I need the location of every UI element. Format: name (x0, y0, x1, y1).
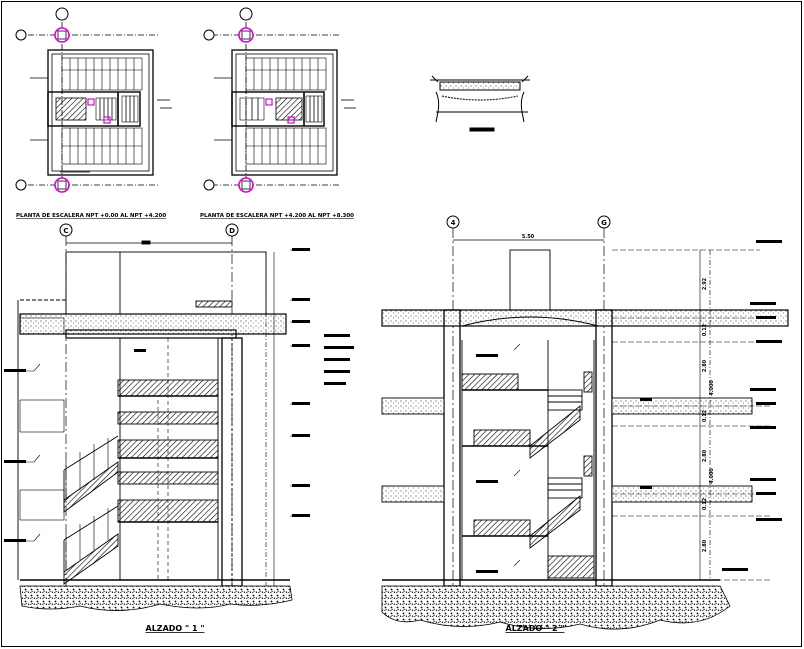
plan-left (28, 22, 172, 192)
plan-right-axis-markers (203, 7, 254, 193)
elevation-1-axis-markers: C D (59, 223, 239, 237)
axis-d-label: D (229, 227, 235, 235)
dim-span-label: 5.50 (522, 234, 535, 240)
axis-4-label: 4 (451, 219, 456, 227)
plan-right (212, 22, 356, 192)
dim-total-2: 4.000 (709, 468, 715, 484)
elevation-2-tags (476, 240, 782, 573)
dim-floor-2: 2.80 (702, 449, 708, 462)
dim-slab-1: 0.12 (702, 323, 708, 336)
elevation-1-ground (19, 585, 293, 611)
elevation-2-title: ALZADO " 2 " (506, 624, 565, 633)
dim-floor-3: 2.80 (702, 539, 708, 552)
elevation-1-title: ALZADO " 1 " (146, 624, 205, 633)
axis-g-label: G (601, 219, 607, 227)
dim-slab-3: 0.12 (702, 497, 708, 510)
axis-c-label: C (63, 227, 68, 235)
elevation-2 (381, 228, 789, 587)
dim-total-1: 4.000 (709, 380, 715, 396)
elevation-2-axis-markers: 4 G 5.50 (446, 215, 611, 240)
plan-left-title: PLANTA DE ESCALERA NPT +0.00 AL NPT +4.2… (16, 213, 166, 219)
elevation-2-dimensions: 2.92 0.12 2.80 4.000 0.12 2.80 4.000 0.1… (702, 277, 715, 552)
elevation-1 (4, 236, 306, 590)
elevation-1-tags (4, 248, 354, 542)
elevation-2-ground (381, 585, 731, 630)
plan-left-axis-markers (15, 7, 70, 193)
stair-detail-section (430, 75, 530, 132)
dim-top: 2.92 (702, 277, 708, 290)
dim-slab-2: 0.12 (702, 409, 708, 422)
plan-right-title: PLANTA DE ESCALERA NPT +4.200 AL NPT +8.… (200, 213, 354, 219)
dim-floor-1: 2.80 (702, 359, 708, 372)
